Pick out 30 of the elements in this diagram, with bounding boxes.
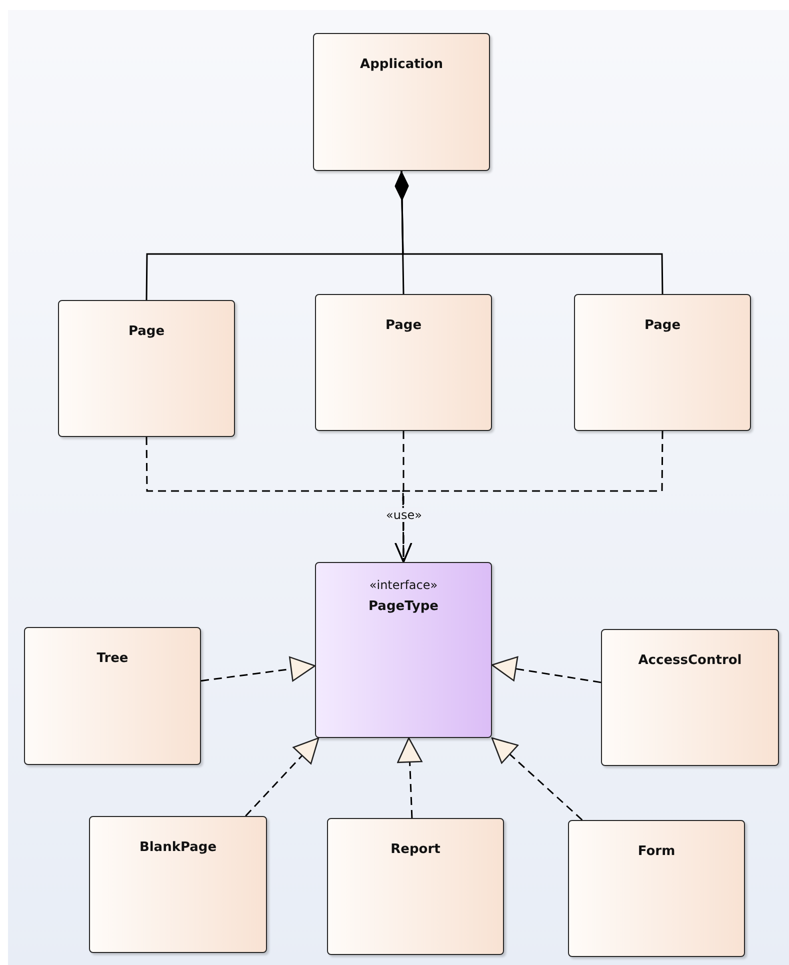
class-box [574,294,751,431]
realization-arrow [245,737,320,817]
class-name: Page [643,317,682,334]
stereotype-label: «interface» [368,577,439,594]
class-box [315,294,492,431]
class-box [89,816,267,953]
class-name: BlankPage [138,839,218,856]
realization-arrow [200,656,316,682]
class-name: Tree [96,650,130,667]
class-name: AccessControl [637,652,743,669]
class-name: Report [390,841,442,858]
edge-label: «use» [385,508,423,522]
class-name: PageType [368,598,440,615]
realization-arrow [491,737,583,821]
class-box [313,33,490,171]
composition-connector [394,170,664,294]
class-box [58,300,235,437]
interface-box [315,562,492,738]
realization-arrow [397,737,422,818]
class-box [601,629,779,766]
class-box [24,627,201,765]
dependency-arrow [394,431,412,563]
class-box [327,818,504,955]
realization-arrow [491,656,602,684]
class-name: Page [127,323,166,340]
dependency-arrow [394,431,664,563]
class-name: Application [359,56,444,73]
class-name: Form [636,843,676,860]
class-name: Page [384,317,423,334]
class-box [568,820,745,957]
